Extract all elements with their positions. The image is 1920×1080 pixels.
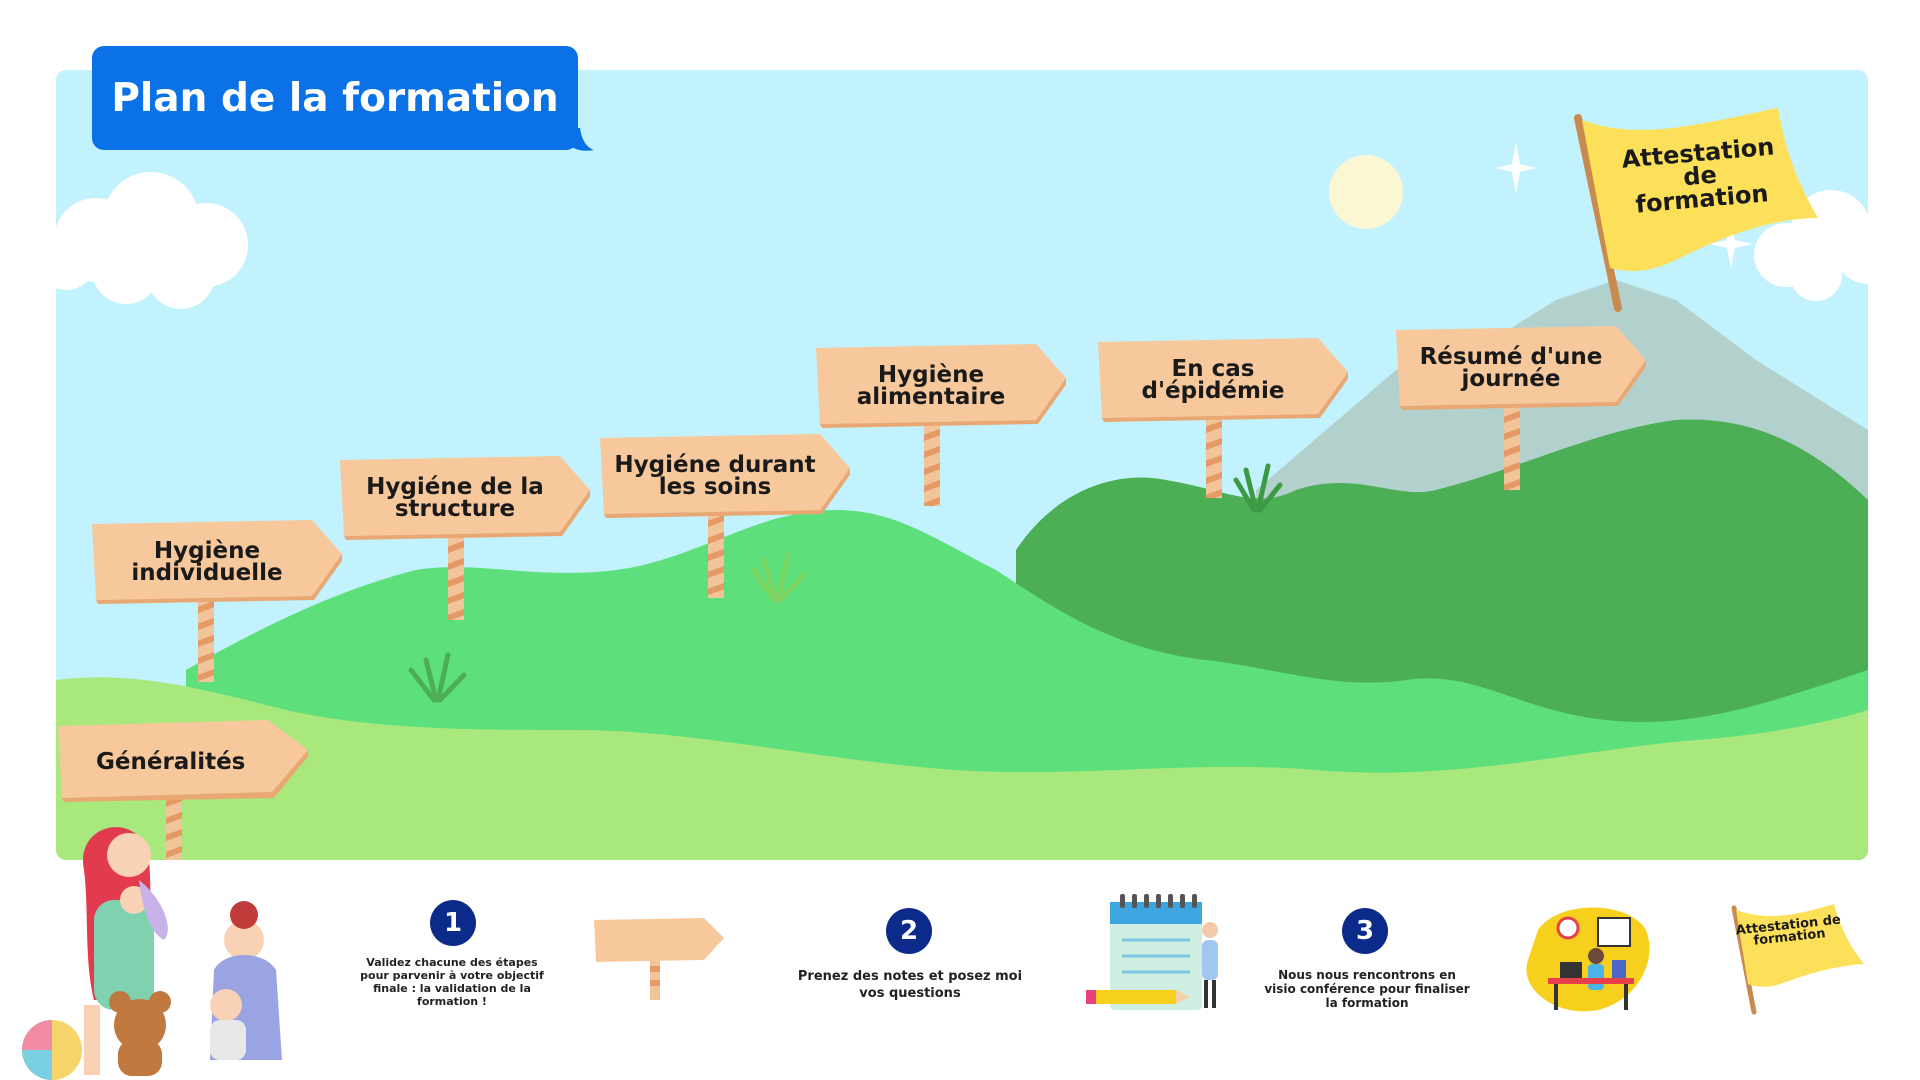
family-illustration — [22, 827, 282, 1080]
sign-label: Hygiéne durant les soins — [614, 452, 816, 500]
sign-hygiene-alimentaire[interactable]: Hygiène alimentaire — [816, 344, 1066, 428]
sign-post — [1504, 406, 1520, 490]
sign-post — [924, 424, 940, 506]
title-tail-shape — [566, 128, 594, 151]
step-badge-1: 1 — [430, 900, 476, 946]
page-title: Plan de la formation — [111, 75, 559, 121]
sign-hygiene-soins[interactable]: Hygiéne durant les soins — [600, 434, 850, 518]
mini-sign-icon — [594, 918, 724, 1000]
sign-post — [166, 790, 182, 860]
step-badge-3: 3 — [1342, 908, 1388, 954]
step-text-3: Nous nous rencontrons en visio conférenc… — [1264, 968, 1470, 1010]
mini-attestation-flag: Attestation de formation — [1730, 900, 1866, 1016]
sign-label: Généralités — [96, 749, 246, 775]
sign-label: Résumé d'une journée — [1419, 344, 1603, 392]
sign-post — [198, 596, 214, 682]
sign-label: Hygiène individuelle — [131, 538, 283, 586]
sparkle-icon — [1710, 220, 1752, 268]
page-title-box: Plan de la formation — [92, 46, 578, 150]
sparkle-icon — [1496, 142, 1536, 194]
sign-resume-journee[interactable]: Résumé d'une journée — [1396, 326, 1646, 410]
sign-post — [448, 536, 464, 620]
step-text-1: Validez chacune des étapes pour parvenir… — [360, 956, 544, 1008]
sign-hygiene-individuelle[interactable]: Hygiène individuelle — [92, 520, 342, 604]
pencil-icon — [1086, 990, 1176, 1004]
sign-post — [1206, 416, 1222, 498]
grass-icon — [408, 652, 467, 703]
step-badge-2: 2 — [886, 908, 932, 954]
landscape-scene — [56, 70, 1868, 860]
sign-post — [708, 510, 724, 598]
cloud-icon — [56, 172, 248, 309]
attestation-flag[interactable]: Attestation de formation — [1570, 108, 1820, 318]
sign-label: Hygiéne de la structure — [366, 474, 544, 522]
sign-generalites[interactable]: Généralités — [58, 720, 308, 804]
grass-icon — [751, 552, 807, 603]
sun-icon — [1329, 155, 1403, 229]
flag-label: Attestation de formation — [1620, 132, 1776, 219]
office-illustration — [1526, 907, 1650, 1012]
grass-icon — [1233, 463, 1283, 513]
sign-hygiene-structure[interactable]: Hygiéne de la structure — [340, 456, 590, 540]
notebook-icon — [1086, 894, 1218, 1010]
step-text-2: Prenez des notes et posez moi vos questi… — [797, 969, 1023, 1001]
sign-label: Hygiène alimentaire — [856, 362, 1006, 410]
hill-light — [56, 677, 1868, 860]
sign-epidemie[interactable]: En cas d'épidémie — [1098, 338, 1348, 422]
sign-label: En cas d'épidémie — [1141, 356, 1285, 404]
